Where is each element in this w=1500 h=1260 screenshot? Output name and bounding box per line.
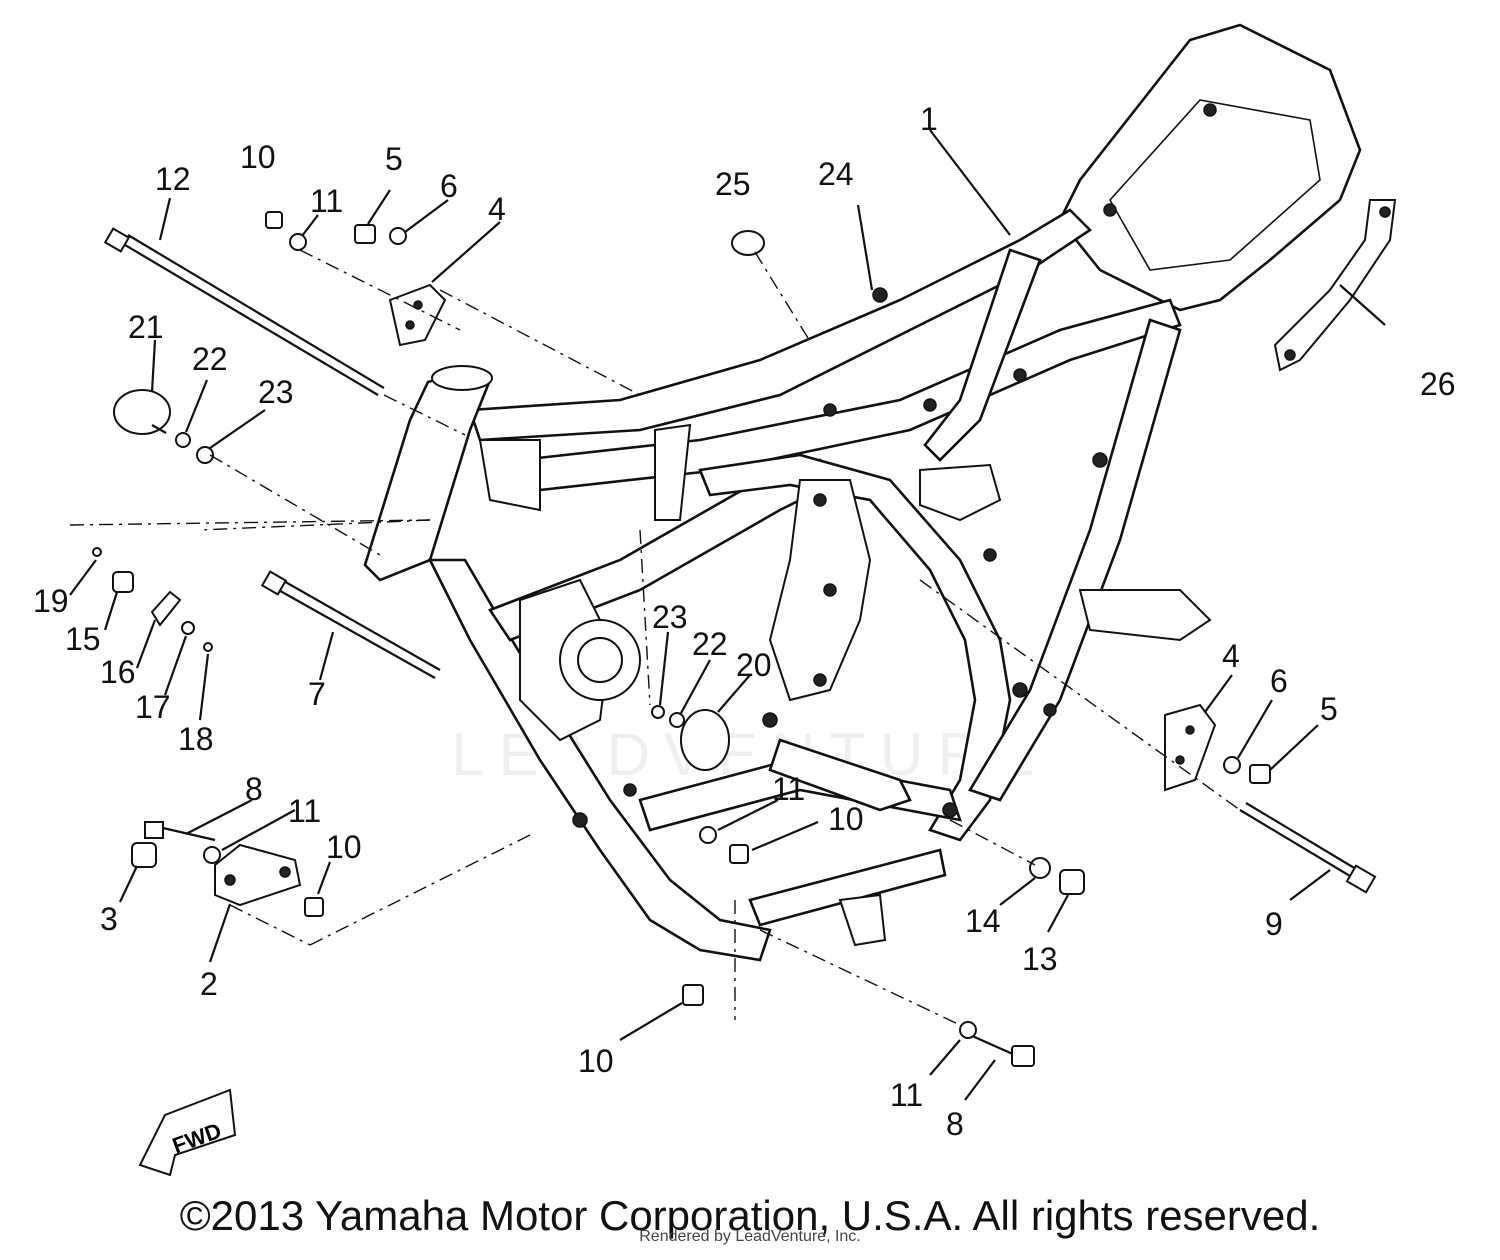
part-23-collar-a: [196, 446, 214, 464]
part-21-damper: [113, 389, 171, 435]
callout-4-upper: 4: [488, 191, 506, 227]
part-5-bolt-b: [1249, 764, 1271, 784]
callout-6-lower: 6: [1270, 663, 1288, 699]
callout-18: 18: [178, 721, 214, 757]
fwd-direction-badge: FWD: [138, 1088, 237, 1177]
part-17-washer: [181, 621, 195, 635]
callout-8-left: 8: [245, 771, 263, 807]
callout-22-upper: 22: [192, 341, 228, 377]
callout-11-top: 11: [310, 183, 343, 219]
part-18-screw: [203, 642, 213, 652]
part-19-screw: [92, 547, 102, 557]
copyright-notice: ©2013 Yamaha Motor Corporation, U.S.A. A…: [179, 1192, 1321, 1239]
callout-8-right: 8: [946, 1106, 964, 1142]
callout-25: 25: [715, 166, 751, 202]
part-10-nut-d: [682, 984, 704, 1006]
part-6-washer-b: [1223, 756, 1241, 774]
part-22-washer-a: [175, 432, 191, 448]
render-credit: Rendered by LeadVenture, Inc.: [639, 1228, 861, 1245]
callout-15: 15: [65, 621, 101, 657]
part-6-washer-a: [389, 227, 407, 245]
callout-3: 3: [100, 901, 118, 937]
part-10-nut-b: [304, 897, 324, 917]
callout-10-bottom: 10: [578, 1043, 614, 1079]
callout-24: 24: [818, 156, 854, 192]
part-20-damper: [680, 709, 730, 771]
part-7-bolt: [260, 570, 441, 679]
callout-10-top: 10: [240, 139, 276, 175]
callout-1: 1: [920, 101, 938, 137]
leader-lines: [69, 129, 1386, 1101]
part-5-bolt-a: [354, 224, 376, 244]
callout-11-left: 11: [288, 793, 321, 829]
callout-16: 16: [100, 654, 136, 690]
callout-14: 14: [965, 903, 1001, 939]
callout-2: 2: [200, 966, 218, 1002]
part-14-washer: [1029, 857, 1051, 879]
part-15-clamp: [112, 571, 134, 593]
callout-11-bottom: 11: [890, 1077, 923, 1113]
part-9-bolt: [1239, 802, 1377, 894]
callout-21: 21: [128, 309, 164, 345]
part-11-washer-d: [959, 1021, 977, 1039]
part-10-nut-a: [265, 211, 283, 229]
callout-10-center: 10: [828, 801, 864, 837]
part-26-bracket: [1273, 199, 1397, 372]
part-12-long-bolt: [103, 227, 385, 396]
part-16-plate: [150, 590, 182, 627]
part-3-nut: [131, 842, 157, 868]
callout-5-upper: 5: [385, 141, 403, 177]
part-4-bracket-upper: [388, 283, 447, 347]
part-25-cap: [731, 230, 765, 256]
part-23-collar-b: [651, 705, 665, 719]
part-13-nut: [1059, 869, 1085, 895]
callout-4-lower: 4: [1222, 638, 1240, 674]
callout-22-lower: 22: [692, 626, 728, 662]
callout-13: 13: [1022, 941, 1058, 977]
part-2-bracket: [214, 843, 302, 907]
callout-numbers: 1 2 3 4 4 5 5 6 6 7 8 8 9 10 10 10 10 11…: [33, 101, 1456, 1142]
callout-6-upper: 6: [440, 168, 458, 204]
callout-20: 20: [736, 647, 772, 683]
callout-10-left: 10: [326, 829, 362, 865]
part-22-washer-b: [669, 712, 685, 728]
callout-19: 19: [33, 583, 69, 619]
callout-7: 7: [308, 676, 326, 712]
callout-12: 12: [155, 161, 191, 197]
callout-23-lower: 23: [652, 599, 688, 635]
part-11-washer-b: [203, 846, 221, 864]
callout-5-lower: 5: [1320, 691, 1338, 727]
part-11-washer-c: [699, 826, 717, 844]
part-8-bolt-right: [969, 1033, 1035, 1067]
callout-11-center: 11: [772, 771, 805, 807]
callout-9: 9: [1265, 906, 1283, 942]
part-8-bolt-left: [144, 821, 216, 842]
callout-17: 17: [135, 689, 171, 725]
callout-23-upper: 23: [258, 374, 294, 410]
main-frame: [363, 23, 1362, 962]
part-11-washer-a: [289, 233, 307, 251]
part-4-bracket-lower: [1164, 703, 1217, 792]
callout-26: 26: [1420, 366, 1456, 402]
part-10-nut-c: [729, 844, 749, 864]
